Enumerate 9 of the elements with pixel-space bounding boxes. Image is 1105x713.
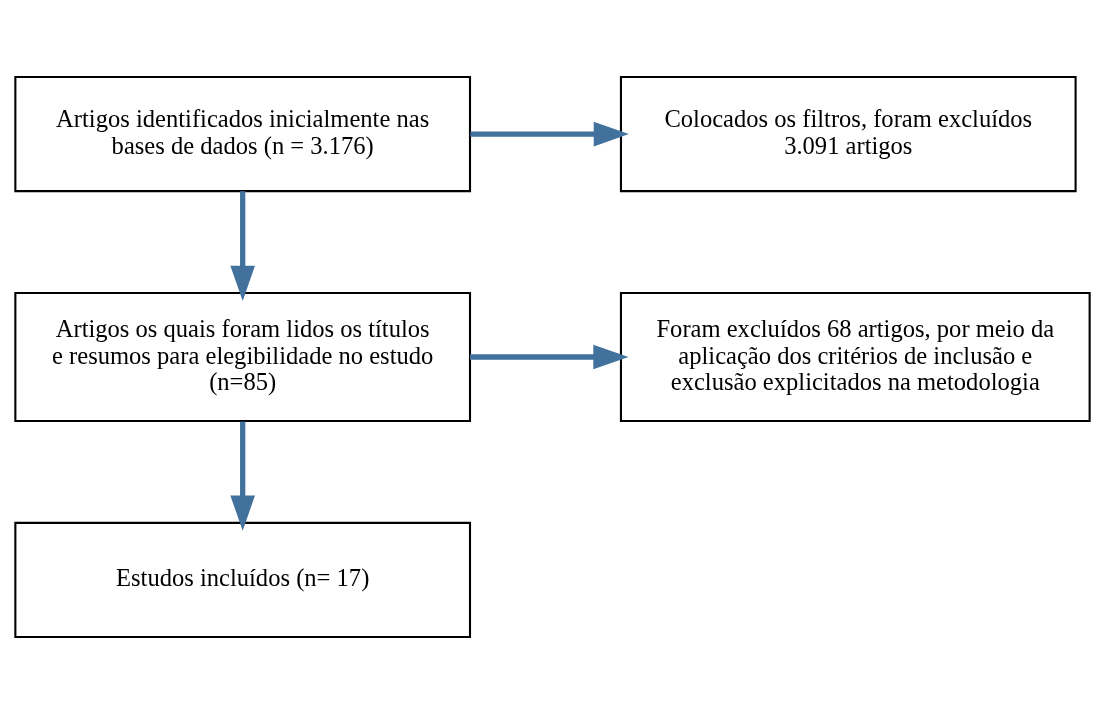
node-box: Colocados os filtros, foram excluídos 3.091 artigos	[619, 75, 1077, 192]
arrow	[230, 190, 255, 301]
arrow	[230, 421, 255, 531]
node-box: Foram excluídos 68 artigos, por meio da aplicação dos critérios de inclusão e exclusão explicitados na metodologia	[619, 291, 1091, 422]
arrow	[470, 344, 629, 369]
arrow	[470, 121, 629, 146]
node-box: Artigos identificados inicialmente nas bases de dados (n = 3.176)	[14, 75, 472, 192]
node-box: Estudos incluídos (n= 17)	[14, 521, 472, 638]
node-box: Artigos os quais foram lidos os títulos e resumos para elegibilidade no estudo (n=85)	[14, 291, 472, 422]
